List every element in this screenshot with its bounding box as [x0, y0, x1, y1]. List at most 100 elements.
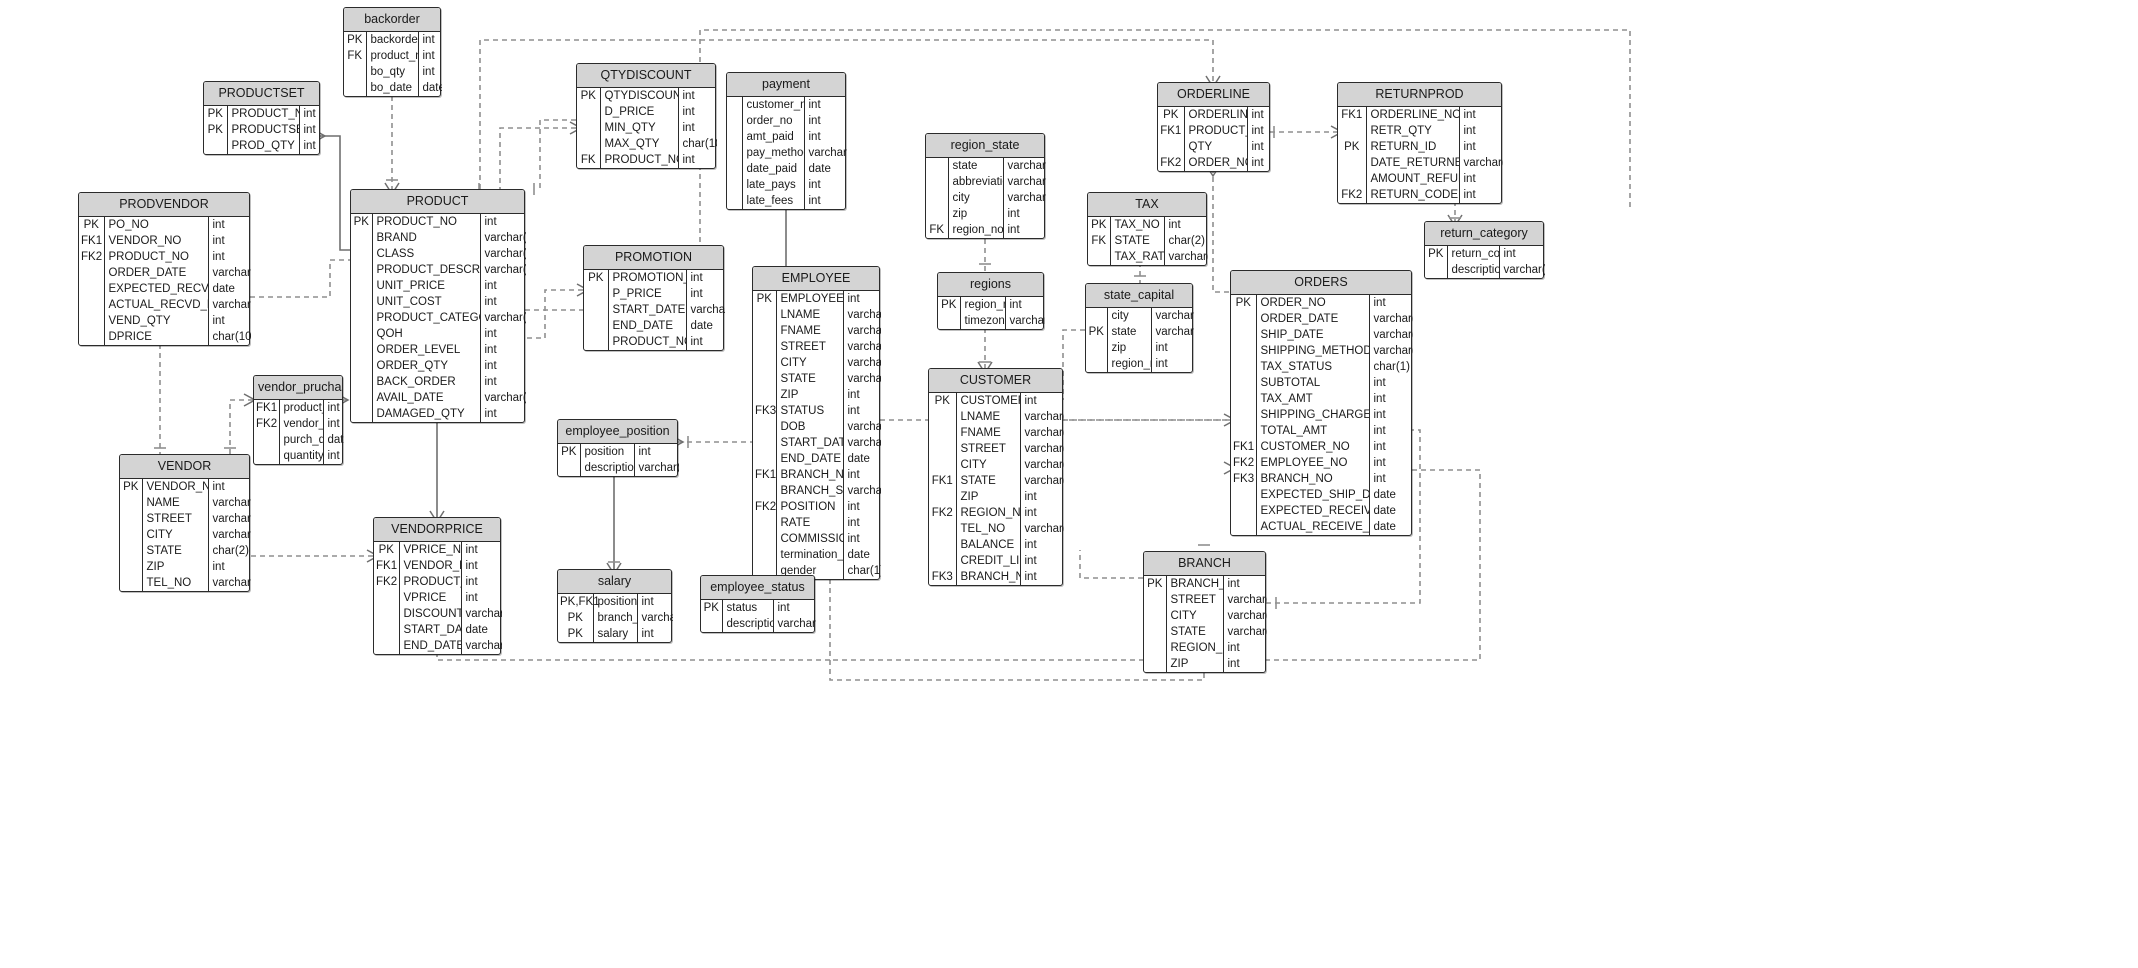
attribute-row[interactable]: bo_datedate	[344, 79, 442, 96]
entity-promotion[interactable]: PROMOTIONPKPROMOTION_NOintP_PRICEintSTAR…	[583, 245, 725, 351]
entity-qtydiscount[interactable]: QTYDISCOUNTPKQTYDISCOUNT_NOintD_PRICEint…	[576, 63, 717, 169]
attribute-row[interactable]: TAX_RATEvarchar(11)	[1088, 248, 1208, 265]
attribute-row[interactable]: descriptionvarchar(40)	[701, 615, 816, 632]
entity-branch[interactable]: BRANCHPKBRANCH_NOintSTREETvarchar(30)CIT…	[1143, 551, 1267, 673]
attribute-row[interactable]: PRODUCT_DESCRIPTIONvarchar(50)	[351, 261, 526, 278]
entity-productset[interactable]: PRODUCTSETPKPRODUCT_NOintPKPRODUCTSET_NO…	[203, 81, 320, 155]
entity-vendor_pruchase[interactable]: vendor_pruchaseFK1product_nointFK2vendor…	[253, 375, 344, 465]
entity-vendor[interactable]: VENDORPKVENDOR_NOintNAMEvarchar(50)STREE…	[119, 454, 251, 592]
entity-payment[interactable]: paymentcustomer_nointorder_nointamt_paid…	[726, 72, 847, 210]
entity-employee_status[interactable]: employee_statusPKstatusintdescriptionvar…	[700, 575, 816, 633]
attribute-row[interactable]: COMMISSIONint	[753, 530, 881, 547]
entity-orderline[interactable]: ORDERLINEPKORDERLINE_NOintFK1PRODUCT_NOi…	[1157, 82, 1270, 172]
attribute-row[interactable]: DATE_RETURNEDvarchar(15)	[1338, 154, 1503, 171]
entity-backorder[interactable]: backorderPKbackorder_nointFKproduct_noin…	[343, 7, 442, 97]
attribute-row[interactable]: termination_datedate	[753, 546, 881, 563]
attribute-row[interactable]: AMOUNT_REFUNDEDint	[1338, 170, 1503, 187]
entity-customer[interactable]: CUSTOMERPKCUSTOMER_NOintLNAMEvarchar(12)…	[928, 368, 1064, 586]
attribute-row[interactable]: timezonevarchar(40)	[938, 312, 1045, 329]
attribute-row[interactable]: DISCOUNTvarchar(4)	[374, 605, 502, 622]
attribute-row[interactable]: DOBvarchar(15)	[753, 418, 881, 435]
entity-orders[interactable]: ORDERSPKORDER_NOintORDER_DATEvarchar(15)…	[1230, 270, 1413, 536]
attribute-row[interactable]: BRANCH_SIZEvarchar(30)	[753, 482, 881, 499]
attribute-row[interactable]: abbreviationvarchar(2)	[926, 173, 1046, 190]
attribute-row[interactable]: PRODUCT_CATEGORYvarchar(15)	[351, 309, 526, 326]
entity-vendorprice[interactable]: VENDORPRICEPKVPRICE_NOintFK1VENDOR_NOint…	[373, 517, 502, 655]
entity-tax[interactable]: TAXPKTAX_NOintFKSTATEchar(2)TAX_RATEvarc…	[1087, 192, 1208, 266]
attribute-row[interactable]: descriptionvarchar(40)	[1425, 261, 1545, 278]
